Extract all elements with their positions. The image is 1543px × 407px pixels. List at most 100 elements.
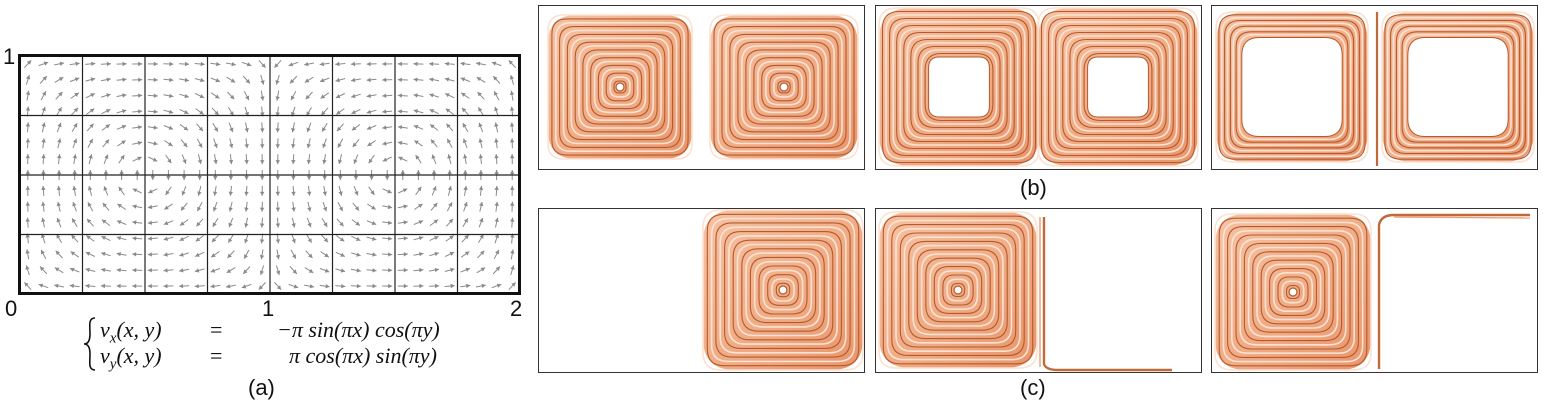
field-arrow-head [72, 185, 77, 191]
field-arrow-head [463, 170, 468, 174]
streamline-ring [1044, 14, 1192, 160]
field-arrow-head [56, 234, 61, 239]
field-arrow-head [366, 109, 372, 114]
field-arrow-head [325, 284, 330, 289]
streamline-ring [753, 260, 813, 320]
field-arrow-head [74, 92, 79, 97]
field-arrow-head [508, 60, 514, 65]
field-arrow-head [132, 204, 137, 209]
field-arrow-head [147, 236, 152, 241]
field-arrow-head [105, 109, 111, 114]
field-arrow-head [275, 96, 280, 101]
field-arrow-head [194, 284, 199, 289]
field-arrow-head [88, 170, 93, 174]
equation-row-vy-equals: = [210, 343, 222, 369]
field-arrow-head [465, 267, 470, 272]
streamline-ring [1214, 213, 1372, 371]
field-arrow-head [402, 188, 408, 193]
field-arrow-head [183, 142, 188, 148]
field-arrow-head [138, 61, 143, 67]
streamline-ring [920, 253, 996, 327]
field-arrow-head [274, 63, 279, 68]
field-arrow-head [229, 143, 234, 149]
vx-subscript: x [109, 330, 117, 347]
field-arrow-head [41, 217, 46, 223]
field-arrow-head [88, 154, 93, 159]
field-arrow-head [106, 77, 111, 82]
field-arrow-head [25, 138, 31, 143]
field-arrow-head [41, 185, 46, 190]
field-arrow-head [382, 125, 387, 130]
field-arrow-head [276, 285, 282, 290]
field-arrow-head [320, 78, 325, 83]
field-arrow-head [229, 127, 234, 133]
field-arrow-head [259, 254, 265, 260]
field-arrow-head [259, 207, 265, 212]
field-arrow-head [494, 122, 499, 127]
vx-args: (x, y) [116, 317, 162, 342]
caption-a: (a) [248, 375, 275, 400]
streamline-ring [777, 80, 791, 94]
caption-c: (c) [1020, 375, 1046, 400]
streamline-ring [706, 213, 860, 367]
field-arrow-head [54, 267, 60, 272]
streamline-ring [1058, 28, 1178, 146]
field-arrow-head [180, 221, 185, 226]
streamline-ring [1392, 22, 1524, 152]
vortex-hole [1241, 37, 1343, 137]
field-arrow-head [165, 190, 170, 195]
field-arrow-head [323, 206, 328, 212]
field-arrow-head [510, 170, 515, 174]
field-arrow-head [509, 90, 515, 96]
field-arrow-head [184, 77, 189, 83]
field-arrow-head [231, 62, 236, 67]
streamline-ring [929, 261, 987, 319]
vy-symbol: v [100, 343, 110, 368]
field-arrow-head [41, 249, 45, 255]
field-arrow-head [476, 61, 481, 66]
field-arrow-head [41, 138, 46, 143]
streamline-ring [946, 278, 970, 302]
field-arrow-head [85, 267, 90, 273]
streamline-ring [937, 270, 979, 310]
field-arrow-head [307, 222, 312, 228]
vortex-left [878, 211, 1038, 369]
field-arrow-head [429, 109, 435, 114]
streamline-ring [721, 26, 847, 148]
field-arrow-head [213, 127, 218, 132]
streamline-ring [899, 28, 1019, 146]
field-arrow-head [179, 283, 184, 289]
field-arrow-head [463, 202, 468, 207]
field-arrow-head [494, 201, 499, 206]
field-arrow-head [355, 236, 361, 241]
field-arrow-head [494, 106, 499, 112]
field-arrow-head [307, 207, 312, 212]
field-arrow-head [510, 265, 515, 270]
field-arrow-head [478, 138, 483, 143]
vortex-hole [1407, 37, 1509, 137]
x-tick-1: 1 [262, 296, 275, 321]
vortex-right [1037, 7, 1199, 167]
field-arrow-head [418, 236, 424, 241]
streamline-ring [1069, 38, 1167, 136]
field-arrow-head [476, 77, 482, 82]
field-arrow-head [184, 110, 189, 114]
field-arrow-head [260, 191, 265, 196]
field-arrow-head [509, 75, 514, 80]
field-arrow-head [291, 127, 296, 133]
streamline-ring [910, 38, 1008, 136]
field-arrow-head [416, 170, 421, 174]
field-arrow-head [25, 265, 30, 270]
vy-args: (x, y) [116, 343, 162, 368]
field-arrow-head [433, 202, 438, 208]
streamline-ring [719, 226, 847, 354]
field-arrow-head [352, 142, 357, 148]
field-arrow-head [183, 126, 189, 131]
field-arrow-head [210, 268, 216, 273]
field-arrow-head [447, 186, 453, 191]
streamline-ring [732, 239, 834, 341]
field-arrow-head [478, 154, 483, 159]
streamline-ring [605, 72, 635, 102]
field-arrow-head [25, 154, 30, 159]
field-arrow-head [480, 250, 485, 256]
